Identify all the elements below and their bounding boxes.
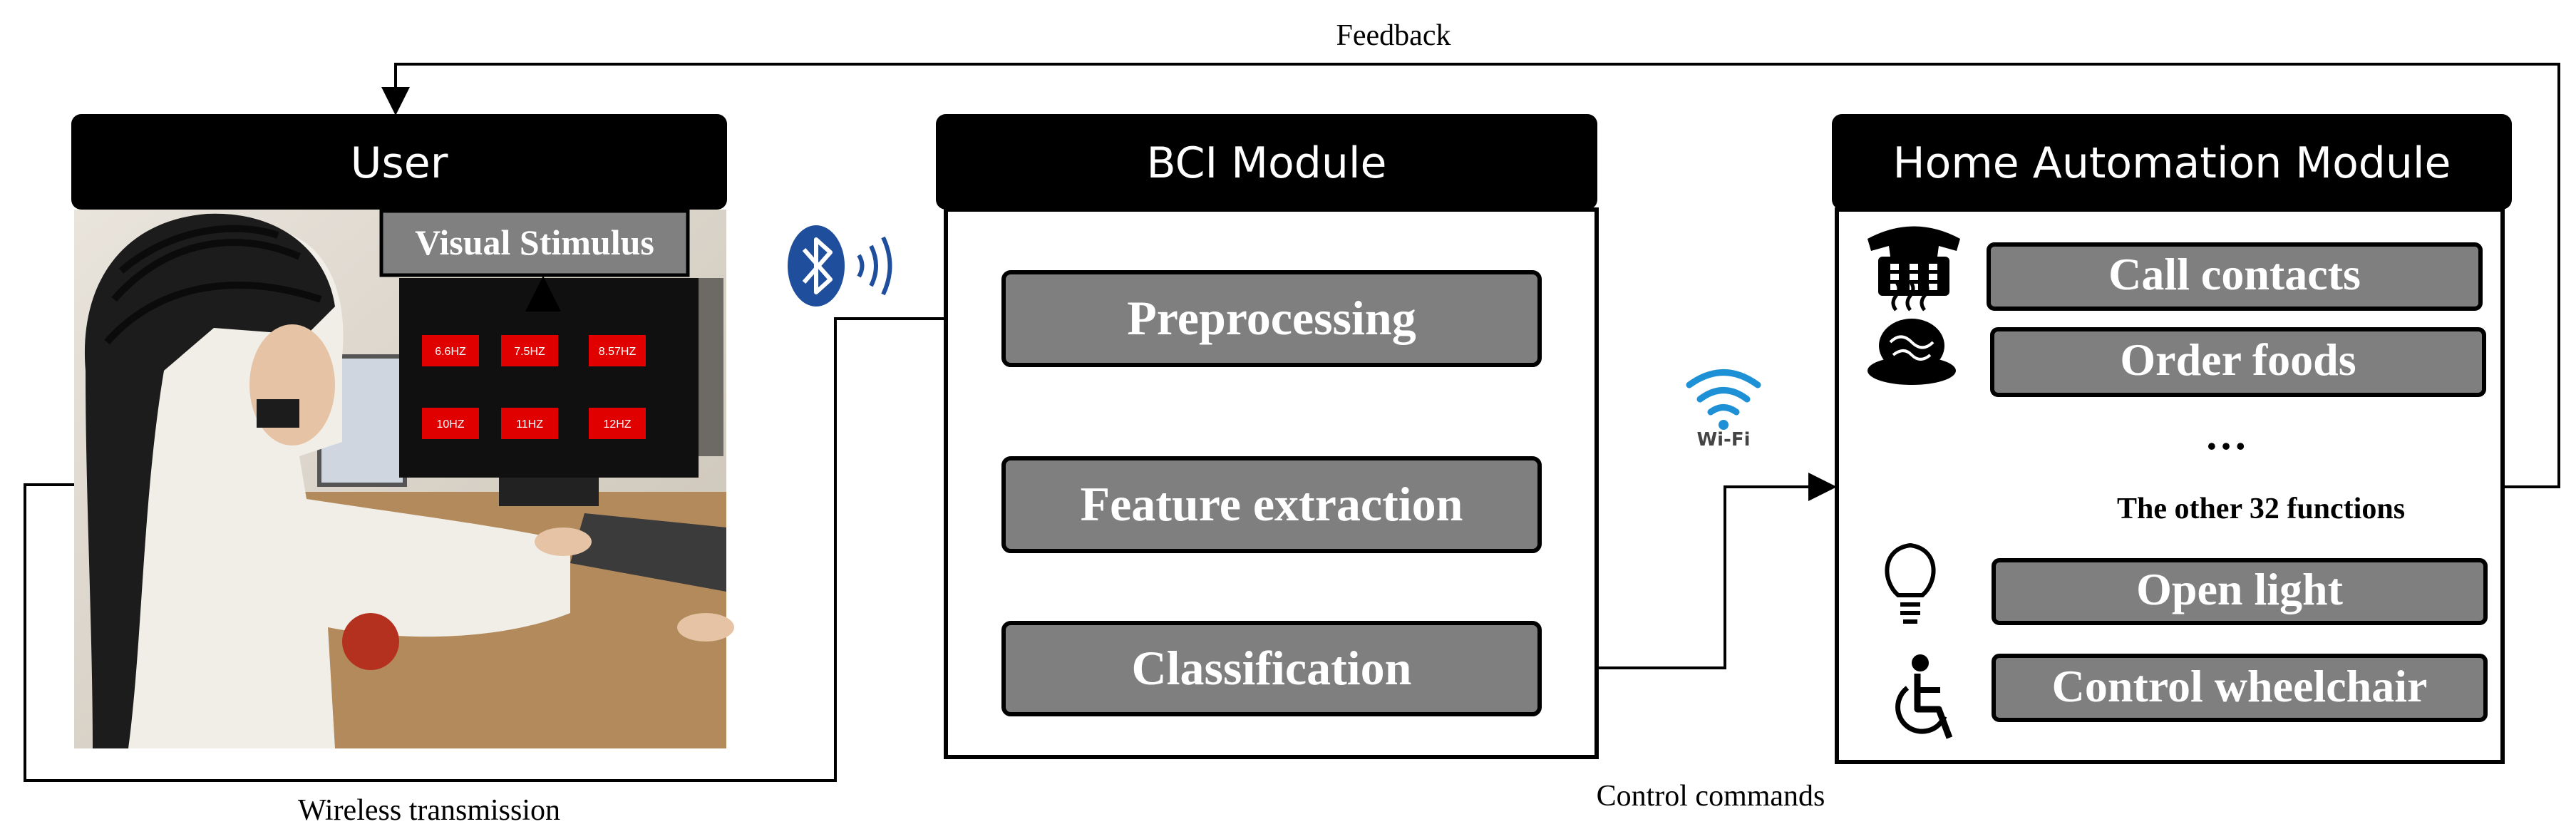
home-header-label: Home Automation Module xyxy=(1893,138,2451,188)
bluetooth-icon xyxy=(788,225,845,307)
bci-header-label: BCI Module xyxy=(1147,138,1387,188)
signal-waves-icon xyxy=(857,236,892,296)
bci-header xyxy=(936,114,1597,210)
function-open-light xyxy=(1992,558,2488,625)
step-classification-label: Classification xyxy=(1132,641,1412,695)
user-header-label: User xyxy=(351,138,448,188)
wifi-label: Wi-Fi xyxy=(1696,429,1750,451)
step-feature-extraction xyxy=(1001,456,1542,553)
function-order-foods xyxy=(1990,327,2486,397)
stimulus-freq: 7.5HZ xyxy=(514,346,545,358)
visual-stimulus-box xyxy=(379,209,690,277)
step-feature-extraction-label: Feature extraction xyxy=(1081,477,1463,531)
user-photo xyxy=(74,210,734,748)
stimulus-freq: 10HZ xyxy=(436,418,464,431)
function-control-wheelchair-label: Control wheelchair xyxy=(2052,661,2428,711)
function-control-wheelchair xyxy=(1992,654,2488,722)
step-preprocessing-label: Preprocessing xyxy=(1127,291,1416,345)
stimulus-monitor xyxy=(399,278,699,478)
stimulus-grid: 6.6HZ 7.5HZ 8.57HZ 10HZ 11HZ 12HZ xyxy=(422,335,646,439)
user-panel: User xyxy=(71,114,734,748)
lightbulb-icon xyxy=(1885,542,1936,624)
step-classification xyxy=(1001,621,1542,716)
function-call-contacts-label: Call contacts xyxy=(2108,249,2361,299)
stimulus-freq: 6.6HZ xyxy=(435,346,466,358)
stimulus-freq: 11HZ xyxy=(516,418,543,431)
function-open-light-label: Open light xyxy=(2136,564,2344,614)
other-functions-label: The other 32 functions xyxy=(2117,493,2405,525)
wheelchair-icon xyxy=(1895,654,1953,739)
control-label: Control commands xyxy=(1597,780,1825,813)
user-header xyxy=(71,114,727,210)
wifi-icon xyxy=(1686,369,1761,430)
step-preprocessing xyxy=(1001,270,1542,367)
function-order-foods-label: Order foods xyxy=(2120,334,2356,385)
more-functions-ellipsis: … xyxy=(2205,411,2247,458)
wireless-line xyxy=(24,304,1004,782)
wireless-label: Wireless transmission xyxy=(298,794,560,827)
visual-stimulus-label: Visual Stimulus xyxy=(415,222,654,262)
home-header xyxy=(1832,114,2512,210)
food-icon xyxy=(1867,280,1956,385)
control-line xyxy=(1542,473,1837,669)
stimulus-freq: 8.57HZ xyxy=(599,346,637,358)
function-call-contacts xyxy=(1987,242,2483,311)
home-automation-module: Home Automation Module Call contacts Ord… xyxy=(1832,114,2512,764)
feedback-label: Feedback xyxy=(1336,19,1451,52)
stimulus-freq: 12HZ xyxy=(603,418,631,431)
bci-module: BCI Module Preprocessing Feature extract… xyxy=(936,114,1599,759)
